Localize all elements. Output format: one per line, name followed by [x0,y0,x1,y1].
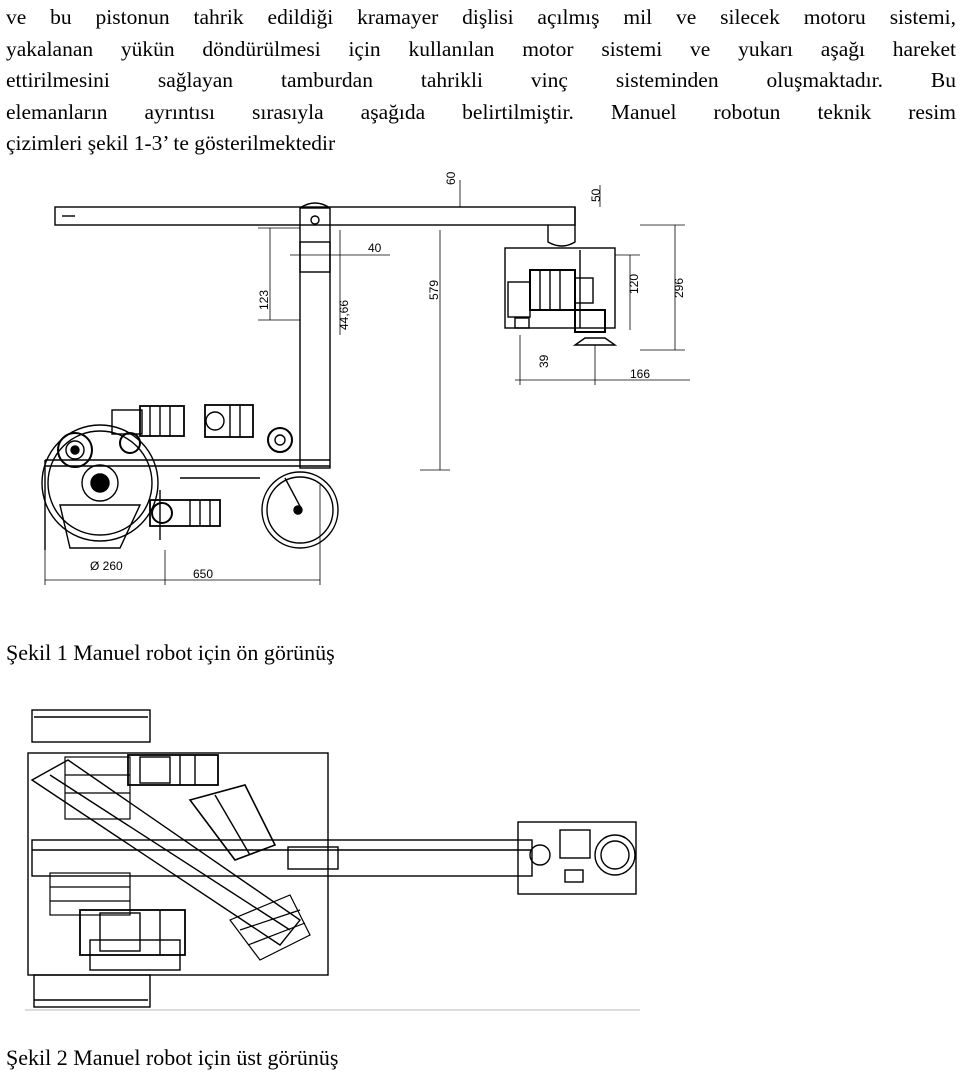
figure-front-view: 60 50 40 123 44,66 579 120 296 39 166 Ø … [0,160,690,600]
dim-260: Ø 260 [90,559,123,573]
paragraph-line-5: çizimleri şekil 1-3’ te gösterilmektedir [6,131,336,156]
dim-50: 50 [589,188,603,202]
dim-60: 60 [444,171,458,185]
dim-166: 166 [630,367,650,381]
paragraph-line-3: ettirilmesini sağlayan tamburdan tahrikl… [6,68,956,93]
paragraph-line-1: ve bu pistonun tahrik edildiği kramayer … [6,5,956,29]
front-view-drawing: 60 50 40 123 44,66 579 120 296 39 166 Ø … [41,171,690,585]
dim-39: 39 [537,354,551,368]
figure2-caption: Şekil 2 Manuel robot için üst görünüş [6,1045,339,1070]
paragraph-line-2: yakalanan yükün döndürülmesi için kullan… [6,36,956,61]
dim-120: 120 [627,274,641,294]
paragraph-line-4: elemanların ayrıntısı sırasıyla aşağıda … [6,99,956,124]
dim-123: 123 [257,290,271,310]
figure1-caption: Şekil 1 Manuel robot için ön görünüş [6,640,335,665]
dim-44-66: 44,66 [337,300,351,330]
dim-579: 579 [427,280,441,300]
figure-top-view [20,705,645,1015]
dim-650: 650 [193,567,213,581]
body-paragraph: ve bu pistonun tahrik edildiği kramayer … [6,2,956,160]
dim-296: 296 [672,278,686,298]
top-view-drawing [25,709,640,1011]
dim-40: 40 [368,241,382,255]
